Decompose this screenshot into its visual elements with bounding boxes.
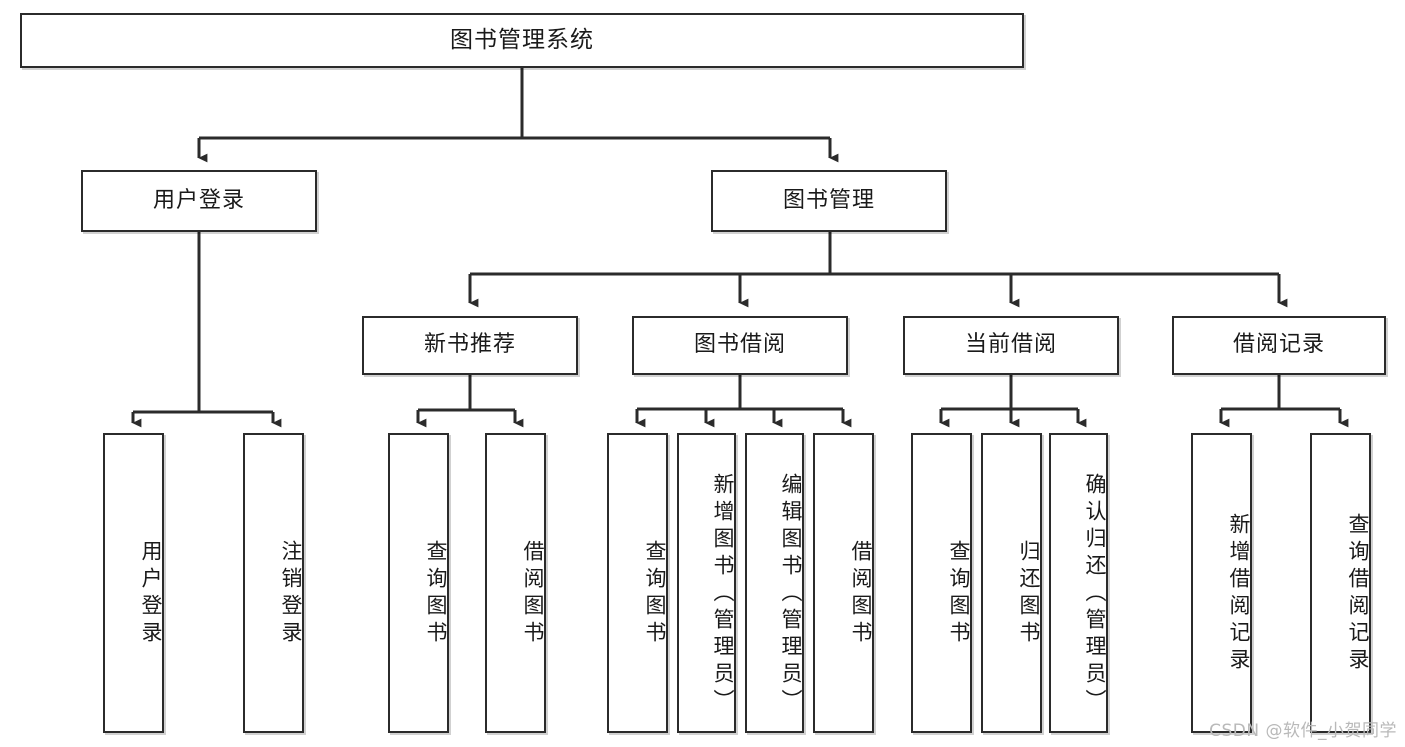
- node-level3-current-borrow[interactable]: 当前借阅: [903, 316, 1119, 375]
- node-leaf-borrow-books-recommend[interactable]: 借阅图书: [485, 433, 546, 733]
- node-leaf-query-books-current[interactable]: 查询图书: [911, 433, 972, 733]
- node-leaf-add-book-admin[interactable]: 新增图书（管理员）: [677, 433, 736, 733]
- node-leaf-add-borrow-record[interactable]: 新增借阅记录: [1191, 433, 1252, 733]
- node-leaf-edit-book-admin[interactable]: 编辑图书（管理员）: [745, 433, 804, 733]
- node-level3-book-borrow[interactable]: 图书借阅: [632, 316, 848, 375]
- node-level2-book-management[interactable]: 图书管理: [711, 170, 947, 232]
- node-leaf-user-login[interactable]: 用户登录: [103, 433, 164, 733]
- node-level3-borrow-records[interactable]: 借阅记录: [1172, 316, 1386, 375]
- csdn-watermark: CSDN @软件_小贺同学: [1209, 721, 1397, 741]
- node-leaf-query-borrow-record[interactable]: 查询借阅记录: [1310, 433, 1371, 733]
- node-leaf-return-books[interactable]: 归还图书: [981, 433, 1042, 733]
- node-level3-new-book-recommend[interactable]: 新书推荐: [362, 316, 578, 375]
- node-leaf-query-books-borrow[interactable]: 查询图书: [607, 433, 668, 733]
- node-leaf-logout[interactable]: 注销登录: [243, 433, 304, 733]
- node-level2-user-login[interactable]: 用户登录: [81, 170, 317, 232]
- node-leaf-borrow-books[interactable]: 借阅图书: [813, 433, 874, 733]
- node-root[interactable]: 图书管理系统: [20, 13, 1024, 68]
- node-leaf-query-books-recommend[interactable]: 查询图书: [388, 433, 449, 733]
- node-leaf-confirm-return-admin[interactable]: 确认归还（管理员）: [1049, 433, 1108, 733]
